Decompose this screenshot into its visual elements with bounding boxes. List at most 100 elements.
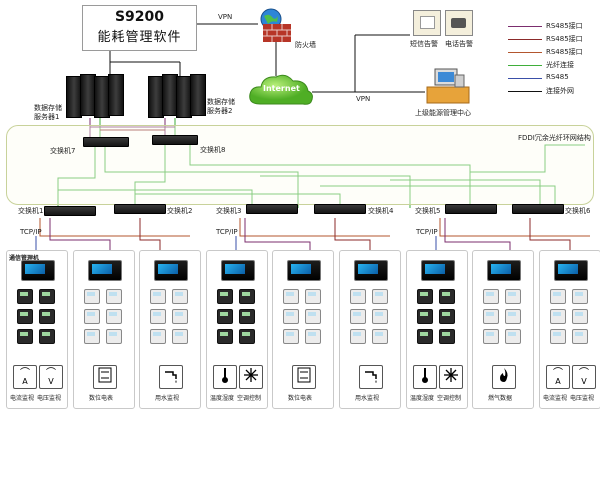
- meter-device: [483, 309, 499, 324]
- switch-4: [314, 204, 366, 214]
- legend-item: 连接外网: [508, 85, 598, 97]
- voltmeter-icon: ⌒V: [39, 365, 63, 389]
- meter-device: [550, 289, 566, 304]
- panel-caption: 燃气数据: [488, 395, 513, 402]
- voltmeter-icon: ⌒V: [572, 365, 596, 389]
- legend-swatch: [508, 91, 542, 92]
- server-2-label: 数据存储 服务器2: [207, 98, 235, 115]
- snowflake-icon: [439, 365, 463, 389]
- meter-device: [172, 329, 188, 344]
- firewall-icon: [263, 24, 291, 46]
- meter-device: [572, 329, 588, 344]
- meter-device: [239, 309, 255, 324]
- software-title-box: S9200 能耗管理软件: [82, 5, 197, 51]
- meter-device: [283, 329, 299, 344]
- device-panel: 温度湿度空调控制: [206, 250, 268, 409]
- meter-device: [417, 329, 433, 344]
- vpn-label-top: VPN: [218, 13, 233, 21]
- legend-label: RS485接口: [546, 35, 583, 43]
- meter-device: [439, 329, 455, 344]
- meter-device: [150, 309, 166, 324]
- panel-caption: 数位电表: [288, 395, 313, 402]
- legend-label: RS485接口: [546, 22, 583, 30]
- meter-device: [239, 329, 255, 344]
- switch-6: [512, 204, 564, 214]
- thermometer-icon: [413, 365, 437, 389]
- switch-5-label: 交换机5: [415, 207, 441, 215]
- water-tap-icon: [159, 365, 183, 389]
- controller-device: [487, 260, 521, 281]
- meter-device: [39, 309, 55, 324]
- device-panel: 数位电表: [73, 250, 135, 409]
- legend-swatch: [508, 52, 542, 53]
- meter-device: [439, 289, 455, 304]
- meter-device: [505, 289, 521, 304]
- legend-item: 光纤连接: [508, 59, 598, 71]
- legend-item: RS485: [508, 72, 598, 84]
- meter-device: [350, 289, 366, 304]
- software-model: S9200: [114, 9, 165, 25]
- legend-item: RS485接口: [508, 20, 598, 32]
- meter-device: [217, 309, 233, 324]
- vpn-label-bottom: VPN: [356, 95, 371, 103]
- meter-device: [39, 289, 55, 304]
- meter-device: [550, 329, 566, 344]
- device-panel: 燃气数据: [472, 250, 534, 409]
- meter-device: [550, 309, 566, 324]
- switch-2: [114, 204, 166, 214]
- meter-device: [483, 329, 499, 344]
- switch-6-label: 交换机6: [565, 207, 591, 215]
- meter-device: [217, 289, 233, 304]
- legend-swatch: [508, 26, 542, 27]
- meter-device: [439, 309, 455, 324]
- device-panel: 数位电表: [272, 250, 334, 409]
- panel-caption: 空调控制: [437, 395, 462, 402]
- legend-label: 连接外网: [546, 87, 574, 95]
- legend: RS485接口 RS485接口 RS485接口光纤连接 RS485 连接外网: [508, 20, 598, 100]
- controller-device: [221, 260, 255, 281]
- meter-device: [84, 309, 100, 324]
- meter-device: [572, 309, 588, 324]
- meter-device: [106, 289, 122, 304]
- data-server-2: [148, 74, 206, 118]
- tcpip-label-2: TCP/IP: [216, 228, 238, 236]
- controller-device: [354, 260, 388, 281]
- meter-device: [305, 289, 321, 304]
- meter-device: [150, 289, 166, 304]
- switch-8-label: 交换机8: [200, 146, 226, 154]
- meter-device: [39, 329, 55, 344]
- meter-device: [305, 309, 321, 324]
- legend-label: RS485: [546, 73, 569, 81]
- device-panel: 用水监视: [139, 250, 201, 409]
- switch-7-label: 交换机7: [50, 147, 76, 155]
- meter-device: [172, 289, 188, 304]
- meter-device: [505, 309, 521, 324]
- legend-swatch: [508, 78, 542, 79]
- meter-device: [283, 289, 299, 304]
- controller-device: [88, 260, 122, 281]
- legend-label: RS485接口: [546, 48, 583, 56]
- switch-1-label: 交换机1: [18, 207, 44, 215]
- switch-3-label: 交换机3: [216, 207, 242, 215]
- device-panel: 用水监视: [339, 250, 401, 409]
- meter-device: [84, 329, 100, 344]
- switch-1: [44, 206, 96, 216]
- server-1-label: 数据存储 服务器1: [34, 104, 62, 121]
- water-tap-icon: [359, 365, 383, 389]
- legend-swatch: [508, 65, 542, 66]
- legend-item: RS485接口: [508, 33, 598, 45]
- controller-device: [21, 260, 55, 281]
- meter-device: [106, 309, 122, 324]
- meter-device: [17, 309, 33, 324]
- legend-label: 光纤连接: [546, 61, 574, 69]
- switch-2-label: 交换机2: [167, 207, 193, 215]
- ring-label: FDDI冗余光纤环网结构: [518, 134, 591, 142]
- flame-icon: [492, 365, 516, 389]
- meter-device: [84, 289, 100, 304]
- meter-device: [239, 289, 255, 304]
- data-server-1: [66, 74, 124, 118]
- sms-alarm-icon: [413, 10, 441, 36]
- panel-caption: 温度湿度: [410, 395, 435, 402]
